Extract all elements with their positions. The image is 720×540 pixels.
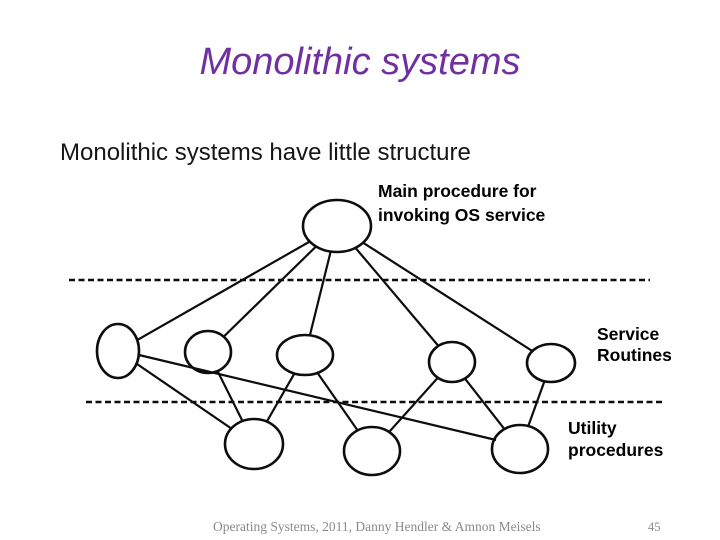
label-line: Main procedure for <box>378 181 537 201</box>
slide-footer: Operating Systems, 2011, Danny Hendler &… <box>213 519 541 534</box>
node-service-routine-2 <box>183 329 233 375</box>
node-service-routine-5 <box>525 342 577 384</box>
page-number: 45 <box>648 520 661 534</box>
slide-title: Monolithic systems <box>199 41 521 83</box>
slide-subtitle: Monolithic systems have little structure <box>60 139 471 166</box>
node-main-procedure <box>301 198 373 254</box>
node-utility-procedure-2 <box>342 425 402 477</box>
label-line: Utility <box>568 418 617 438</box>
edge-main-procedure-service-routine-1 <box>117 225 338 352</box>
label-service-routines: Service Routines <box>597 324 672 365</box>
edge-service-routine-1-utility-procedure-3 <box>138 353 497 442</box>
label-utility-procedures: Utility procedures <box>568 417 663 461</box>
label-line: Routines <box>597 344 672 365</box>
label-line: Service <box>597 324 660 344</box>
label-line: invoking OS service <box>378 204 546 225</box>
node-service-routine-3 <box>275 333 335 377</box>
node-utility-procedure-1 <box>223 417 285 471</box>
node-service-routine-4 <box>427 340 477 384</box>
node-utility-procedure-3 <box>490 423 550 475</box>
label-line: procedures <box>568 440 664 460</box>
node-service-routine-1 <box>95 322 141 380</box>
label-main-procedure: Main procedure for invoking OS service <box>378 180 545 227</box>
edge-main-procedure-service-routine-5 <box>336 225 552 364</box>
